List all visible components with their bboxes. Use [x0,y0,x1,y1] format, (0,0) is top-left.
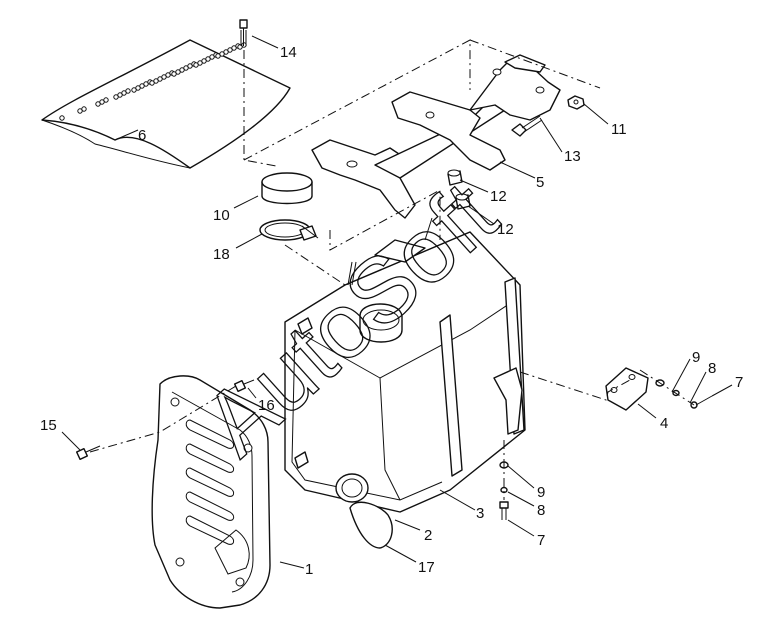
part-2-muffler [284,217,526,513]
callout-18: 18 [213,246,230,263]
callout-4: 4 [660,415,668,432]
callout-11: 11 [611,121,627,138]
part-1-end-cover [151,375,271,609]
perforation-hole [149,80,155,86]
callout-16: 16 [258,397,275,414]
hardware-7-8-9-right [655,379,713,409]
vent-slot [185,491,235,521]
perforation-holes [59,42,247,121]
part-18-clamp [259,219,319,241]
assembly-lines [89,39,695,500]
perforation-hole [171,71,177,77]
callout-10: 10 [213,207,230,224]
leader-lines [61,35,733,569]
callout-9-right: 9 [692,349,700,366]
callout-1: 1 [305,561,313,578]
perforation-hole [59,115,65,121]
perforation-hole [131,87,137,93]
callout-7-bottom: 7 [537,532,545,549]
callout-labels: 1 2 3 4 5 6 7 7 8 8 9 9 10 11 12 12 13 1… [40,44,743,578]
callout-8-right: 8 [708,360,716,377]
callout-8-bottom: 8 [537,502,545,519]
hardware-7-8-9-bottom [499,461,509,520]
part-6-heat-shield [41,39,291,169]
part-16-screw [233,379,255,393]
part-13-bolt [511,115,543,137]
callout-5: 5 [536,174,544,191]
vent-slot [185,515,235,545]
part-14-screw [239,19,248,46]
callout-7-right: 7 [735,374,743,391]
vent-slot [185,467,235,497]
perforation-hole [193,62,199,68]
callout-6: 6 [138,127,146,144]
part-15-screw [75,445,101,461]
perforation-hole [237,44,243,50]
perforation-hole [77,108,83,114]
part-10-cap [261,172,313,205]
part-12-bushings [447,169,471,210]
vent-slot [185,419,235,449]
part-5-bracket-support [311,54,561,219]
callout-12-upper: 12 [490,188,507,205]
vent-slots [185,419,235,545]
callout-12-lower: 12 [497,221,514,238]
callout-17: 17 [418,559,435,576]
callout-3: 3 [476,505,484,522]
part-11-nut [567,95,585,110]
part-4-bracket [493,367,649,435]
perforation-hole [215,53,221,59]
callout-9-bottom: 9 [537,484,545,501]
callout-15: 15 [40,417,57,434]
perforation-hole [113,94,119,100]
part-17-flap [349,501,393,549]
callout-14: 14 [280,44,297,61]
callout-13: 13 [564,148,581,165]
perforation-hole [95,101,101,107]
callout-2: 2 [424,527,432,544]
vent-slot [185,443,235,473]
